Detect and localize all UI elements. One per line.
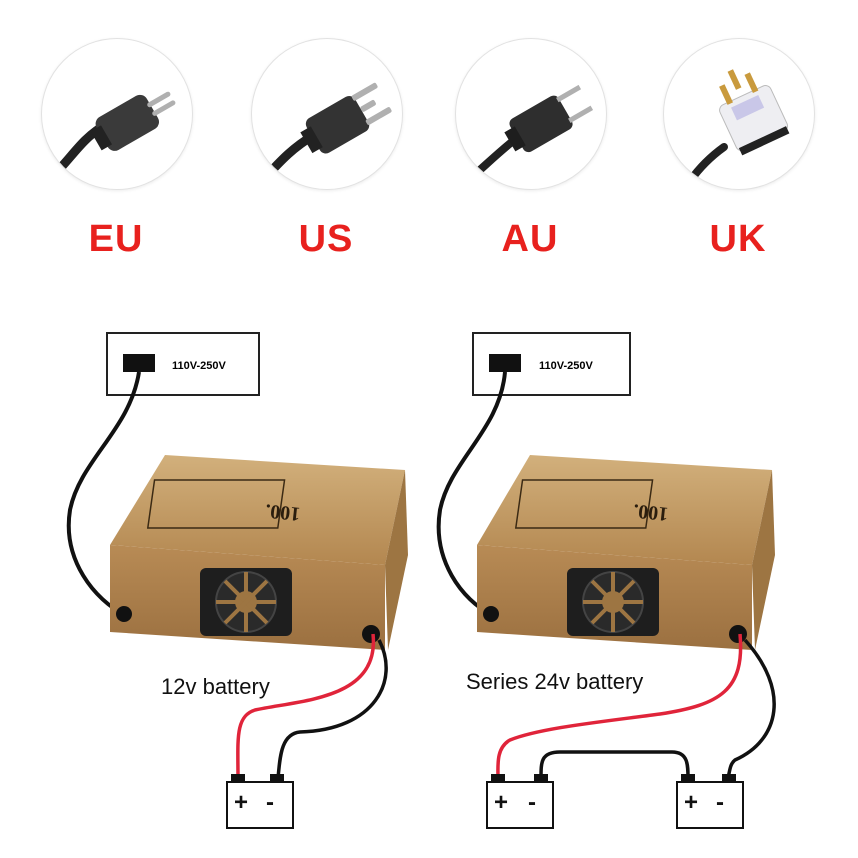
left-battery-plus: +	[234, 789, 248, 816]
plug-label-eu: EU	[88, 218, 144, 260]
series-link-wire	[539, 750, 690, 779]
right-red-wire	[496, 633, 743, 779]
left-charger: 100.	[110, 455, 408, 650]
uk-plug-icon	[686, 69, 790, 185]
right-mains-cable	[436, 371, 507, 617]
left-wiring-diagram: 110V-250V 100. 12v battery	[66, 332, 408, 829]
wiring-scene: 110V-250V 100. 12v battery	[66, 332, 776, 829]
plug-label-uk: UK	[709, 218, 767, 260]
right-battery-caption: Series 24v battery	[466, 669, 643, 694]
plug-circle-eu	[41, 38, 193, 190]
plug-circle-uk	[663, 38, 815, 190]
left-battery-minus: -	[266, 789, 274, 816]
left-outlet: 110V-250V	[106, 332, 260, 396]
left-mains-cable	[66, 371, 141, 617]
left-wires	[236, 633, 388, 779]
right-wires	[496, 633, 776, 779]
left-battery: + -	[226, 774, 294, 829]
left-red-wire	[236, 633, 375, 779]
right-model-label: 100.	[632, 499, 669, 525]
au-plug-icon	[468, 84, 594, 181]
left-black-wire	[276, 639, 388, 779]
right-voltage-label: 110V-250V	[539, 360, 593, 372]
left-fan	[200, 568, 292, 636]
right-outlet: 110V-250V	[472, 332, 631, 396]
plug-label-us: US	[298, 218, 354, 260]
right-battery-1-minus: -	[528, 789, 536, 816]
plug-circle-au	[455, 38, 607, 190]
right-charger: 100.	[477, 455, 775, 650]
us-plug-icon	[259, 82, 392, 184]
plug-circle-us	[251, 38, 403, 190]
right-fan	[567, 568, 659, 636]
left-battery-caption: 12v battery	[161, 674, 270, 699]
right-wiring-diagram: 110V-250V 100. Serie	[436, 332, 776, 829]
plug-label-au: AU	[501, 218, 559, 260]
right-battery-2-minus: -	[716, 789, 724, 816]
left-model-label: 100.	[264, 499, 301, 525]
right-black-wire	[726, 638, 776, 779]
right-battery-1-plus: +	[494, 789, 508, 816]
right-battery-2-plus: +	[684, 789, 698, 816]
left-voltage-label: 110V-250V	[172, 360, 226, 372]
right-battery-1: + -	[486, 774, 554, 829]
eu-plug-icon	[47, 91, 176, 182]
right-battery-2: + -	[676, 774, 744, 829]
